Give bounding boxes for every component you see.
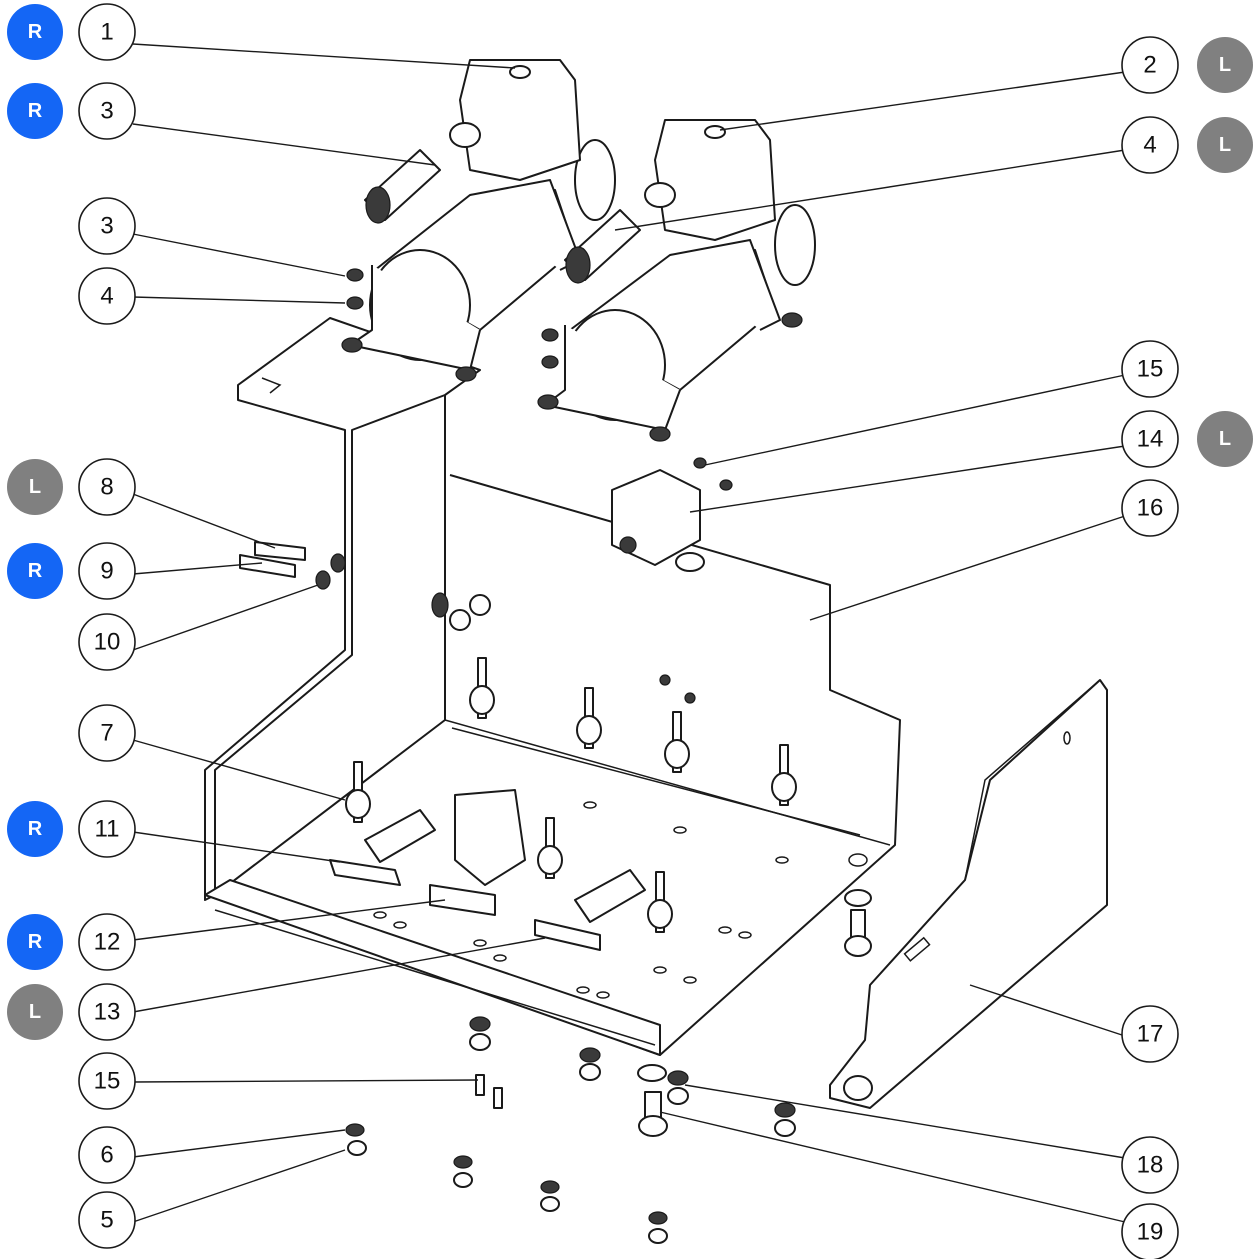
side-badge-R — [7, 543, 63, 599]
callout-13: 13 L — [7, 983, 136, 1041]
callout-number: 1 — [100, 19, 113, 46]
callout-circle — [78, 913, 136, 971]
callout-15: 15 — [78, 1052, 136, 1110]
compressor-right — [341, 59, 616, 382]
callout-12: 12 R — [7, 913, 136, 971]
callout-9: 9R — [7, 542, 136, 600]
side-panel — [829, 679, 1108, 1109]
callout-1: 1R — [7, 3, 136, 61]
callout-circle — [78, 1126, 136, 1184]
callout-circle — [1121, 410, 1179, 468]
callout-circle — [78, 704, 136, 762]
callout-number: 3 — [100, 98, 113, 125]
side-badge-L — [1197, 117, 1253, 173]
callout-19: 19 — [1121, 1203, 1179, 1259]
callout-3: 3 — [78, 197, 136, 255]
callout-circle — [78, 458, 136, 516]
side-badge-letter: R — [28, 21, 43, 43]
side-badge-letter: L — [1219, 54, 1231, 76]
callout-circle — [78, 267, 136, 325]
callout-8: 8L — [7, 458, 136, 516]
side-badge-letter: R — [28, 818, 43, 840]
callout-circle — [78, 1052, 136, 1110]
side-badge-L — [7, 984, 63, 1040]
callout-number: 4 — [1143, 132, 1156, 159]
callout-3: 3R — [7, 82, 136, 140]
callout-number: 12 — [94, 929, 121, 956]
valve-block-upper — [611, 457, 733, 572]
callout-number: 15 — [94, 1068, 121, 1095]
callout-14: 14 L — [1121, 410, 1253, 468]
callout-circle — [1121, 1136, 1179, 1194]
callout-number: 17 — [1137, 1021, 1164, 1048]
callout-number: 10 — [94, 629, 121, 656]
side-badge-letter: L — [29, 476, 41, 498]
callout-circle — [78, 542, 136, 600]
base-tray — [204, 395, 901, 1056]
side-badge-letter: L — [1219, 134, 1231, 156]
callout-number: 15 — [1137, 356, 1164, 383]
side-badge-letter: L — [29, 1001, 41, 1023]
callout-15: 15 — [1121, 340, 1179, 398]
side-badge-letter: R — [28, 931, 43, 953]
callout-number: 18 — [1137, 1152, 1164, 1179]
callout-4: 4 — [78, 267, 136, 325]
callout-number: 2 — [1143, 52, 1156, 79]
side-badge-R — [7, 801, 63, 857]
callout-number: 13 — [94, 999, 121, 1026]
side-badge-letter: L — [1219, 428, 1231, 450]
loose-hardware — [345, 889, 873, 1244]
side-badge-R — [7, 83, 63, 139]
callout-17: 17 — [1121, 1005, 1179, 1063]
callout-circle — [78, 983, 136, 1041]
callout-18: 18 — [1121, 1136, 1179, 1194]
callout-number: 7 — [100, 720, 113, 747]
side-badge-L — [7, 459, 63, 515]
callout-number: 5 — [100, 1207, 113, 1234]
callout-11: 11 R — [7, 800, 136, 858]
callout-number: 19 — [1137, 1219, 1164, 1246]
callout-6: 6 — [78, 1126, 136, 1184]
callout-circle — [78, 197, 136, 255]
fittings — [329, 789, 646, 951]
callout-number: 6 — [100, 1142, 113, 1169]
callout-circle — [78, 82, 136, 140]
callout-7: 7 — [78, 704, 136, 762]
callout-number: 9 — [100, 558, 113, 585]
standoffs — [345, 657, 797, 933]
callout-number: 11 — [95, 816, 120, 843]
side-badge-L — [1197, 411, 1253, 467]
assembly-drawing — [204, 59, 1108, 1244]
callout-5: 5 — [78, 1191, 136, 1249]
callout-circle — [1121, 116, 1179, 174]
callout-circle — [78, 800, 136, 858]
callout-number: 8 — [100, 474, 113, 501]
callout-circle — [1121, 1005, 1179, 1063]
callout-16: 16 — [1121, 479, 1179, 537]
callout-number: 4 — [100, 283, 113, 310]
leader-lines — [132, 43, 1126, 1223]
side-badge-letter: R — [28, 100, 43, 122]
tray-holes — [373, 674, 868, 999]
side-badge-R — [7, 914, 63, 970]
side-badge-R — [7, 4, 63, 60]
pins-and-washers — [239, 541, 491, 631]
callout-number: 14 — [1137, 426, 1164, 453]
callout-circle — [78, 3, 136, 61]
side-badge-L — [1197, 37, 1253, 93]
callout-number: 3 — [100, 213, 113, 240]
callout-circle — [1121, 479, 1179, 537]
callout-circle — [1121, 36, 1179, 94]
callout-circle — [1121, 1203, 1179, 1259]
callout-circle — [78, 1191, 136, 1249]
callout-circle — [1121, 340, 1179, 398]
callout-10: 10 — [78, 613, 136, 671]
side-badge-letter: R — [28, 560, 43, 582]
callout-circle — [78, 613, 136, 671]
callout-number: 16 — [1137, 495, 1164, 522]
